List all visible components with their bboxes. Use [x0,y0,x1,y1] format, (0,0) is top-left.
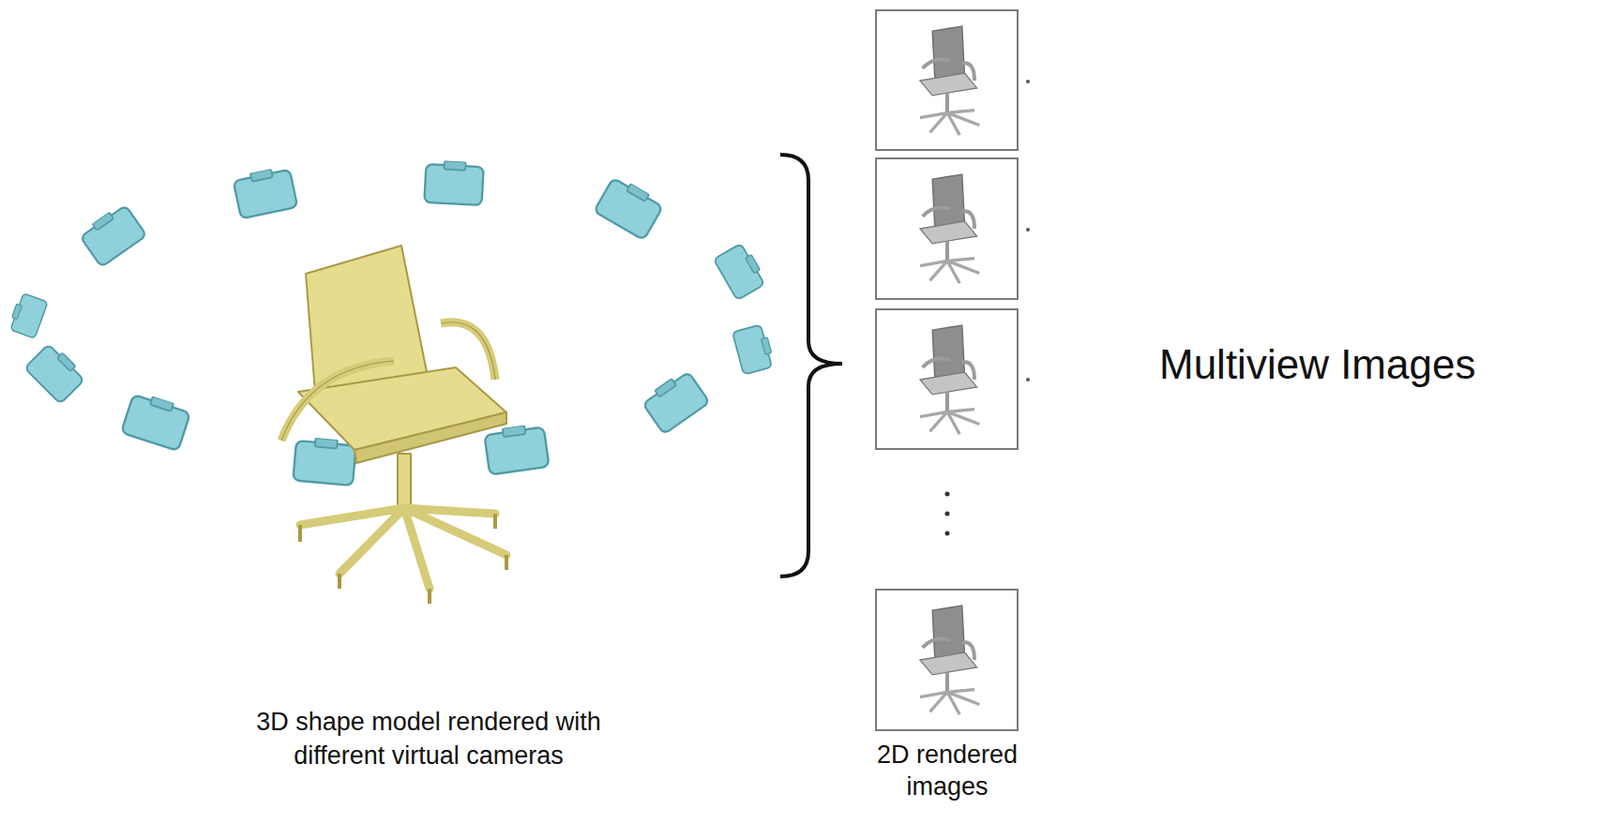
ellipsis-dots [945,492,951,537]
section-label: Multiview Images [1159,339,1476,391]
rendered-thumbnails [875,10,1018,731]
virtual-cameras [7,159,775,486]
chair-model [281,245,507,604]
figure-caption: 2D rendered images [862,739,1032,803]
figure-caption: 3D shape model rendered with different v… [217,705,640,773]
bracket [780,154,843,577]
side-marks [1026,79,1030,382]
